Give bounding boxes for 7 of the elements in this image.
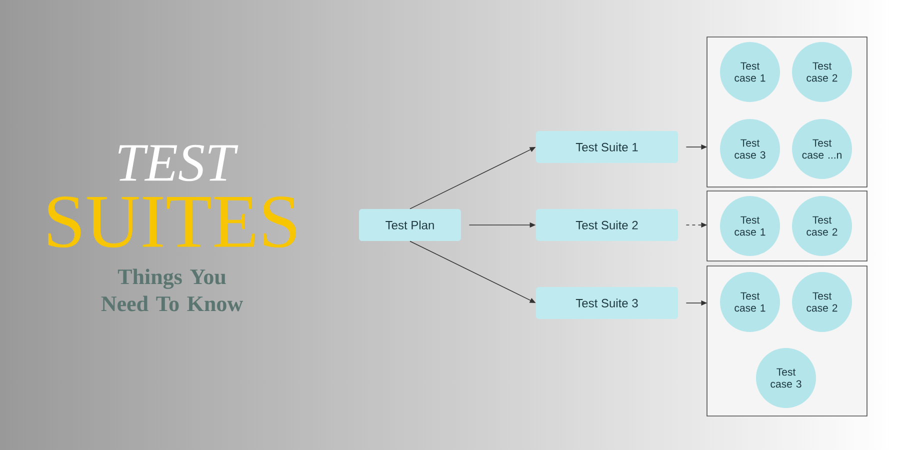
title-text: TEST xyxy=(118,144,238,182)
subtitle-text: Things You Need To Know xyxy=(101,268,243,312)
title-text: SUITES xyxy=(48,196,296,248)
process-box: Test Suite 2 xyxy=(536,209,678,241)
process-box: Test Suite 1 xyxy=(536,131,678,163)
process-box: Test Plan xyxy=(359,209,461,241)
process-box: Test Suite 3 xyxy=(536,287,678,319)
